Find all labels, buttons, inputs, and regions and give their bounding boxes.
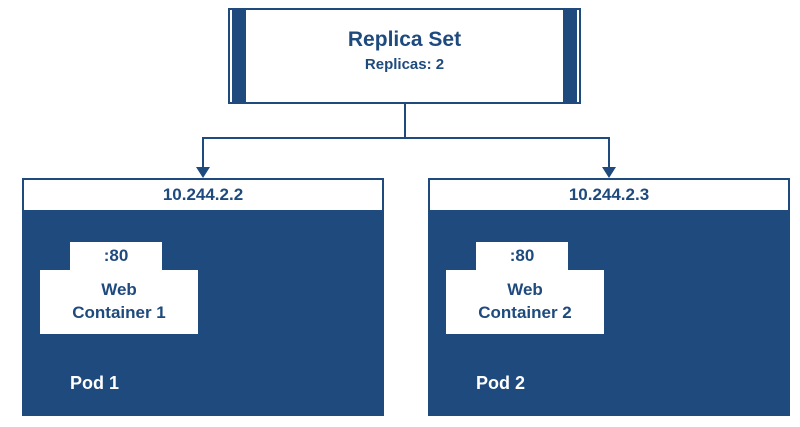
connector-right-drop (608, 137, 610, 168)
pod-2-container-name-line-1: Web (507, 280, 543, 300)
pod-2-ip: 10.244.2.3 (568, 185, 650, 204)
pod-1-web-container-box: Web Container 1 (40, 270, 198, 334)
pod-1-label: Pod 1 (70, 373, 120, 393)
arrowhead-left-icon (196, 167, 210, 178)
replica-set-left-bar (232, 10, 246, 102)
pod-1-port-box: :80 (70, 242, 162, 270)
pod-2-port-label: :80 (509, 246, 535, 265)
replica-set-subtitle: Replicas: 2 (364, 56, 445, 73)
pod-node-2: 10.244.2.3 :80 Web Container 2 Pod 2 (428, 178, 790, 416)
connector-stem (404, 104, 406, 138)
pod-1-container-name-line-1: Web (101, 280, 137, 300)
pod-node-1: 10.244.2.2 :80 Web Container 1 Pod 1 (22, 178, 384, 416)
pod-2-port-box: :80 (476, 242, 568, 270)
pod-2-ip-header: 10.244.2.3 (430, 180, 788, 212)
pod-1-container-name-line-2: Container 1 (72, 303, 166, 322)
pod-1-port-label: :80 (103, 246, 129, 265)
connector-left-drop (202, 137, 204, 168)
pod-2-body: :80 Web Container 2 Pod 2 (430, 212, 788, 414)
pod-2-label: Pod 2 (476, 373, 526, 393)
replica-set-right-bar (563, 10, 577, 102)
pod-1-ip: 10.244.2.2 (162, 185, 244, 204)
replica-set-title: Replica Set (347, 28, 462, 51)
pod-2-web-container-box: Web Container 2 (446, 270, 604, 334)
connector-horizontal-bar (202, 137, 610, 139)
pod-1-ip-header: 10.244.2.2 (24, 180, 382, 212)
arrowhead-right-icon (602, 167, 616, 178)
pod-2-container-name-line-2: Container 2 (478, 303, 572, 322)
pod-1-body: :80 Web Container 1 Pod 1 (24, 212, 382, 414)
replica-set-node: Replica Set Replicas: 2 (228, 8, 581, 104)
